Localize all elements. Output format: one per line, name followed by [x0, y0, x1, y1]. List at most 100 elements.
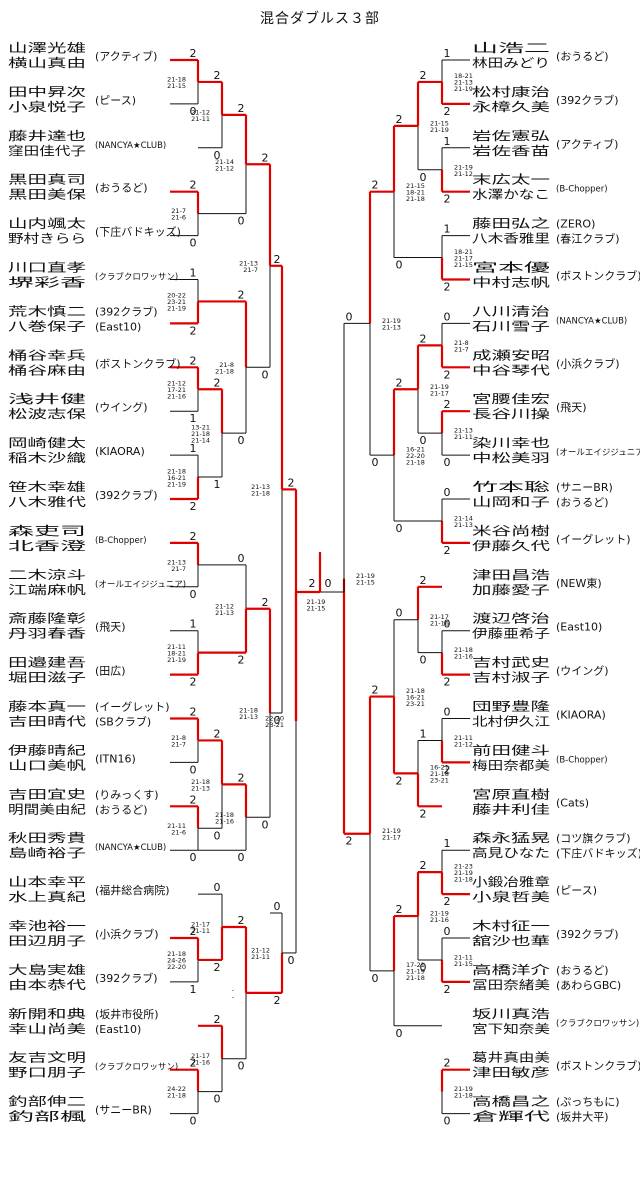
match-result: 2: [444, 983, 451, 996]
match-result: 0: [190, 588, 197, 601]
R-club: (小浜クラブ): [556, 356, 620, 370]
R-club: (サニーBR): [556, 481, 613, 494]
R-player-a: 高橋昌之: [472, 1094, 550, 1109]
match-result: 2: [190, 354, 197, 367]
L-club: (クラブクロワッサン): [95, 272, 178, 283]
match-result: 2: [190, 500, 197, 513]
game-score: 21-11: [454, 953, 473, 961]
R-player-b: 梅田奈都美: [472, 757, 550, 772]
R-player-a: 竹本聡: [472, 480, 550, 494]
L-player-b: 八巻保子: [8, 319, 86, 333]
match-result: 2: [420, 332, 427, 345]
match-result: 2: [238, 288, 245, 301]
match-result: 0: [444, 706, 451, 719]
R-player-a: 松村康治: [472, 84, 550, 99]
game-score: 21-17: [382, 834, 401, 842]
L-club-sub: (East10): [95, 1023, 141, 1036]
L-player-b: 釣部楓: [8, 1109, 86, 1124]
R-player-a: 渡辺啓治: [472, 611, 550, 626]
L-player-a: 釣部伸二: [8, 1094, 86, 1109]
match-result: 1: [190, 442, 197, 455]
game-score: 21-18: [191, 430, 210, 438]
match-result: 0: [238, 215, 245, 228]
L-player-b: 野口朋子: [8, 1066, 86, 1080]
R-player-a: 木村征一: [472, 919, 550, 933]
game-score: 21-19: [454, 163, 473, 171]
game-score: 21-8: [454, 339, 469, 347]
match-result: 2: [372, 179, 379, 192]
L-player-a: 二木涼斗: [8, 567, 86, 582]
match-result: 0: [420, 171, 427, 184]
match-result: 2: [420, 574, 427, 587]
L-player-b: 山口美帆: [8, 757, 86, 772]
game-score: 21-18: [251, 489, 270, 497]
L-club: (392クラブ): [95, 304, 158, 318]
game-score: 21-11: [191, 927, 210, 935]
match-result: 2: [238, 102, 245, 115]
L-club: (イーグレット): [95, 700, 170, 714]
game-score: 21-11: [454, 433, 473, 441]
game-score: 21-15: [430, 119, 449, 127]
R-player-b: 八木香雅里: [472, 231, 550, 246]
game-score: 21-12: [215, 164, 234, 172]
game-score: 23-21: [406, 700, 425, 708]
R-player-a: 団野豊隆: [472, 699, 550, 714]
R-club-sub: (おうるど): [556, 496, 609, 509]
L-player-a: 山内颯太: [8, 216, 86, 231]
R-club: (KIAORA): [556, 709, 606, 722]
match-result: 0: [444, 925, 451, 938]
match-result: 2: [262, 151, 269, 164]
game-score: 16-21: [430, 764, 449, 772]
match-result: 0: [372, 972, 379, 985]
match-result: 0: [238, 552, 245, 565]
game-score: 21-15: [356, 579, 375, 587]
game-score: 21-13: [167, 558, 186, 566]
bracket-text: 山澤光雄横山真由(アクティブ)田中昇次小泉悦子(ピース)藤井達也窪田佳代子(NA…: [8, 40, 640, 1128]
match-result: 1: [190, 412, 197, 425]
R-player-a: 高橋洋介: [472, 962, 550, 977]
match-result: 2: [420, 807, 427, 820]
match-result: 2: [346, 835, 353, 848]
match-result: 0: [238, 1060, 245, 1073]
game-score: 21-19: [454, 869, 473, 877]
game-score: 21-17: [191, 921, 210, 929]
R-player-b: 長谷川操: [472, 406, 550, 421]
L-player-b: 水上真紀: [8, 890, 86, 904]
game-score: 21-12: [454, 740, 473, 748]
match-result: 2: [444, 676, 451, 689]
game-score: 21-13: [454, 521, 473, 529]
match-result: 2: [420, 69, 427, 82]
R-club-sub: (下庄バドキッズ): [556, 846, 640, 860]
game-score: 16-21: [406, 693, 425, 701]
R-club: (クラブクロワッサン): [556, 1018, 639, 1029]
match-result: 2: [238, 914, 245, 927]
match-result: 2: [190, 179, 197, 192]
match-result: 2: [444, 763, 451, 776]
game-score: 21-14: [191, 436, 210, 444]
match-result: 2: [396, 113, 403, 126]
R-player-a: 八川清治: [472, 304, 550, 318]
R-player-a: 宮原直樹: [472, 786, 550, 801]
game-score: 21-19: [382, 827, 401, 835]
L-player-b: 小泉悦子: [8, 100, 86, 114]
match-result: 2: [444, 193, 451, 206]
R-club: (East10): [556, 621, 602, 634]
game-score: 21-7: [171, 207, 186, 215]
L-player-b: 吉田晴代: [8, 715, 86, 729]
L-club: (オールエイジジュニア): [95, 580, 186, 590]
R-club: (NANCYA★CLUB): [556, 316, 627, 326]
R-player-b: 北村伊久江: [472, 715, 550, 729]
L-player-a: 幸池裕一: [8, 918, 86, 933]
game-score: 21-6: [171, 828, 186, 836]
R-player-b: 津田敏彦: [472, 1065, 550, 1080]
game-score: 21-18: [215, 811, 234, 819]
L-player-b: 江端麻帆: [8, 582, 86, 597]
game-score: 18-21: [406, 188, 425, 196]
game-score: 23-21: [265, 721, 284, 729]
match-result: 2: [214, 376, 221, 389]
match-result: 2: [444, 544, 451, 557]
match-result: 2: [420, 859, 427, 872]
game-score: 21-12: [167, 380, 186, 388]
L-player-a: 山澤光雄: [8, 40, 86, 55]
match-result: 0: [214, 1093, 221, 1106]
